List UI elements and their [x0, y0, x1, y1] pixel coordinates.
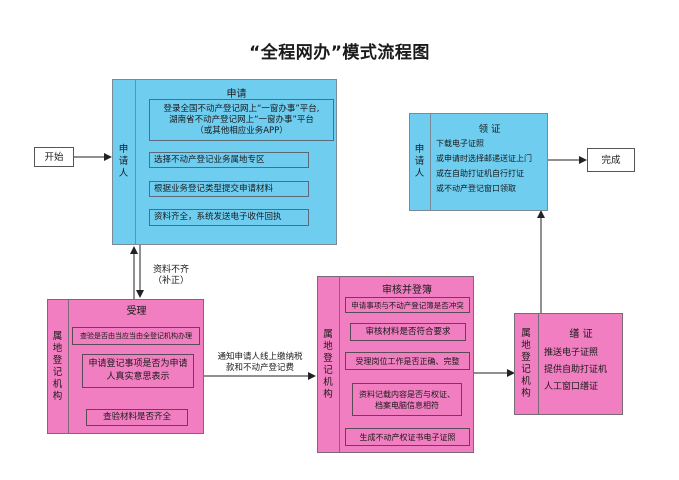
- accept-step-materials: 查验材料是否齐全: [86, 409, 188, 426]
- review-step-conflict: 申请事项与不动产登记簿是否冲突: [345, 297, 470, 313]
- review-step-records: 资料记载内容是否与权证、档案电脑信息相符: [352, 383, 462, 416]
- receive-line-1: 下载电子证照: [436, 139, 484, 148]
- accept-side-label: 属地登记机构: [47, 299, 69, 434]
- incomplete-note: 资料不齐 （补正）: [152, 265, 189, 286]
- apply-step-region: 选择不动产登记业务属地专区: [149, 152, 309, 168]
- receive-line-4: 或不动产登记窗口领取: [436, 184, 516, 193]
- accept-step-intent: 申请登记事项是否为申请人真实意思表示: [82, 354, 194, 388]
- issue-panel: [514, 313, 623, 415]
- apply-step-submit: 根据业务登记类型提交申请材料: [149, 181, 309, 197]
- receive-line-2: 或申请时选择邮递送证上门: [436, 154, 532, 163]
- finish-label: 完成: [601, 154, 621, 166]
- review-step-materials: 审核材料是否符合要求: [350, 323, 466, 341]
- issue-lines: 推送电子证照 提供自助打证机 人工窗口缮证: [544, 345, 622, 396]
- review-header: 审核并登簿: [382, 285, 432, 296]
- apply-step-login: 登录全国不动产登记网上“一窗办事”平台, 湖南省不动产登记网上“一窗办事”平台 …: [149, 99, 334, 141]
- finish-node: 完成: [587, 148, 635, 172]
- apply-side-label: 申请人: [112, 79, 136, 245]
- review-side-label: 属地登记机构: [317, 276, 340, 453]
- apply-login-line-2: 湖南省不动产登记网上“一窗办事”平台: [169, 114, 314, 125]
- review-step-accept-check: 受理岗位工作是否正确、完整: [345, 352, 470, 370]
- receive-lines: 下载电子证照 或申请时选择邮递送证上门 或在自助打证机自行打证 或不动产登记窗口…: [436, 136, 548, 196]
- start-label: 开始: [44, 151, 64, 163]
- apply-step-receipt: 资料齐全，系统发送电子收件回执: [149, 209, 309, 226]
- page-title: “全程网办”模式流程图: [249, 43, 430, 63]
- apply-login-line-1: 登录全国不动产登记网上“一窗办事”平台,: [163, 103, 320, 114]
- apply-login-line-3: （或其他相应业务APP）: [195, 125, 288, 136]
- issue-side-label: 属地登记机构: [514, 313, 539, 415]
- review-step-generate: 生成不动产权证书电子证照: [345, 428, 470, 446]
- receive-panel: [409, 113, 548, 211]
- issue-line-2: 提供自助打证机: [544, 365, 608, 375]
- apply-header: 申请: [226, 89, 247, 100]
- receive-line-3: 或在自助打证机自行打证: [436, 169, 524, 178]
- start-node: 开始: [34, 147, 74, 167]
- receive-side-label: 申请人: [409, 113, 431, 211]
- notify-note: 通知申请人线上缴纳税 款和不动产登记费: [217, 352, 303, 373]
- accept-step-check-agency: 查验是否由当应当由全登记机构办理: [72, 327, 200, 345]
- receive-header: 领 证: [478, 124, 501, 135]
- issue-header: 缮 证: [569, 329, 593, 340]
- issue-line-3: 人工窗口缮证: [544, 382, 599, 392]
- accept-header: 受理: [126, 306, 147, 317]
- issue-line-1: 推送电子证照: [544, 348, 599, 358]
